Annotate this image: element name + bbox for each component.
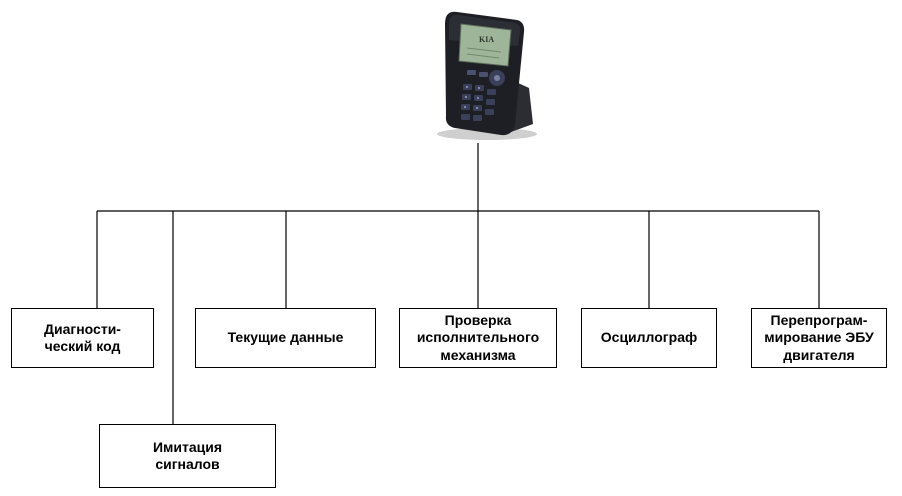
handheld-scan-tool-icon: KIA	[437, 11, 537, 140]
node-oscilloscope: Осциллограф	[581, 308, 717, 368]
device-brand-label: KIA	[479, 35, 494, 44]
node-current-data: Текущие данные	[195, 308, 376, 368]
node-ecu-reprogramming: Перепрограм- мирование ЭБУ двигателя	[751, 308, 887, 368]
node-signal-imitation: Имитация сигналов	[99, 424, 276, 488]
node-actuator-test: Проверка исполнительного механизма	[399, 308, 557, 368]
node-diagnostic-code: Диагности- ческий код	[11, 308, 154, 368]
